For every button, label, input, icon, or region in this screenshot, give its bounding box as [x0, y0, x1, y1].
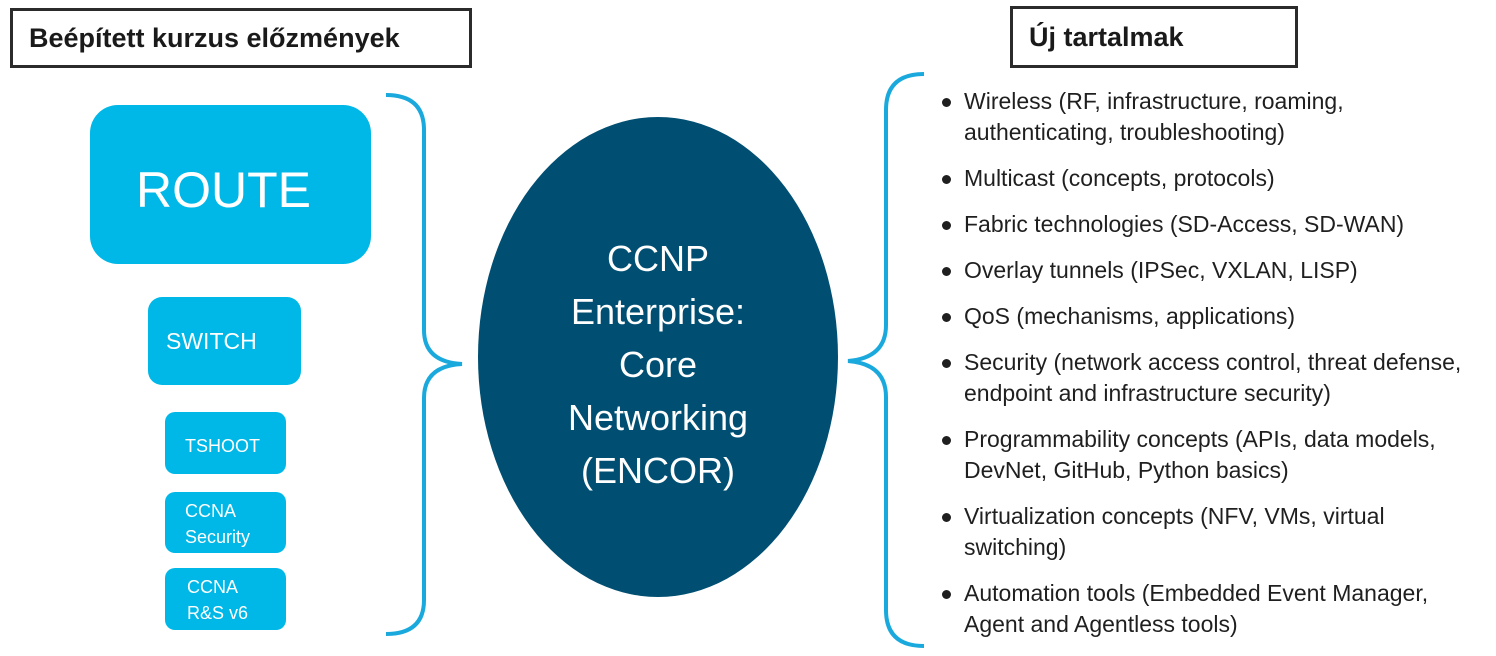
left-curly-bracket — [385, 93, 463, 636]
bullet-icon — [942, 436, 951, 445]
list-item: Security (network access control, threat… — [940, 347, 1490, 409]
course-switch: SWITCH — [148, 297, 301, 385]
list-item-text: Overlay tunnels (IPSec, VXLAN, LISP) — [964, 257, 1358, 283]
course-route-label: ROUTE — [136, 162, 311, 218]
list-item-text: Wireless (RF, infrastructure, roaming, a… — [964, 88, 1344, 145]
encor-title-line: CCNP — [606, 238, 709, 279]
list-item: Overlay tunnels (IPSec, VXLAN, LISP) — [940, 255, 1490, 286]
list-item: Virtualization concepts (NFV, VMs, virtu… — [940, 501, 1490, 563]
course-switch-label: SWITCH — [166, 328, 257, 354]
list-item-text: Fabric technologies (SD-Access, SD-WAN) — [964, 211, 1405, 237]
list-item: Wireless (RF, infrastructure, roaming, a… — [940, 86, 1490, 148]
list-item-text: Programmability concepts (APIs, data mod… — [964, 426, 1436, 483]
list-item-text: QoS (mechanisms, applications) — [964, 303, 1296, 329]
list-item: Multicast (concepts, protocols) — [940, 163, 1490, 194]
course-route: ROUTE — [90, 105, 371, 264]
encor-title: CCNP Enterprise: Core Networking (ENCOR) — [478, 232, 838, 497]
bullet-icon — [942, 98, 951, 107]
course-ccna-security-line2: Security — [185, 527, 251, 547]
bullet-icon — [942, 175, 951, 184]
course-ccna-security-line1: CCNA — [185, 501, 237, 521]
list-item-text: Automation tools (Embedded Event Manager… — [964, 580, 1429, 637]
header-new-content-label: Új tartalmak — [1029, 21, 1184, 52]
course-ccna-rs: CCNA R&S v6 — [165, 568, 286, 630]
course-ccna-security-label: CCNA Security — [185, 498, 250, 550]
course-ccna-rs-label: CCNA R&S v6 — [187, 574, 248, 626]
list-item-text: Multicast (concepts, protocols) — [964, 165, 1275, 191]
course-tshoot-label: TSHOOT — [185, 436, 260, 456]
encor-title-line: (ENCOR) — [581, 450, 735, 491]
encor-title-line: Enterprise: — [570, 291, 746, 332]
course-ccna-security: CCNA Security — [165, 492, 286, 553]
right-curly-bracket — [847, 72, 925, 648]
course-tshoot: TSHOOT — [165, 412, 286, 474]
bullet-icon — [942, 513, 951, 522]
bullet-icon — [942, 313, 951, 322]
header-previous-courses-label: Beépített kurzus előzmények — [29, 22, 400, 53]
list-item-text: Virtualization concepts (NFV, VMs, virtu… — [964, 503, 1385, 560]
header-new-content: Új tartalmak — [1010, 6, 1298, 68]
encor-ellipse — [478, 117, 838, 597]
bullet-icon — [942, 359, 951, 368]
course-ccna-rs-line1: CCNA — [187, 577, 239, 597]
bullet-icon — [942, 267, 951, 276]
encor-title-line: Core — [618, 344, 698, 385]
course-ccna-rs-line2: R&S v6 — [187, 603, 249, 623]
list-item: Fabric technologies (SD-Access, SD-WAN) — [940, 209, 1490, 240]
bullet-icon — [942, 590, 951, 599]
bullet-icon — [942, 221, 951, 230]
list-item: Programmability concepts (APIs, data mod… — [940, 424, 1490, 486]
header-previous-courses: Beépített kurzus előzmények — [10, 8, 472, 68]
list-item: QoS (mechanisms, applications) — [940, 301, 1490, 332]
list-item-text: Security (network access control, threat… — [964, 349, 1462, 406]
new-content-list: Wireless (RF, infrastructure, roaming, a… — [940, 86, 1490, 655]
list-item: Automation tools (Embedded Event Manager… — [940, 578, 1490, 640]
encor-title-line: Networking — [567, 397, 749, 438]
